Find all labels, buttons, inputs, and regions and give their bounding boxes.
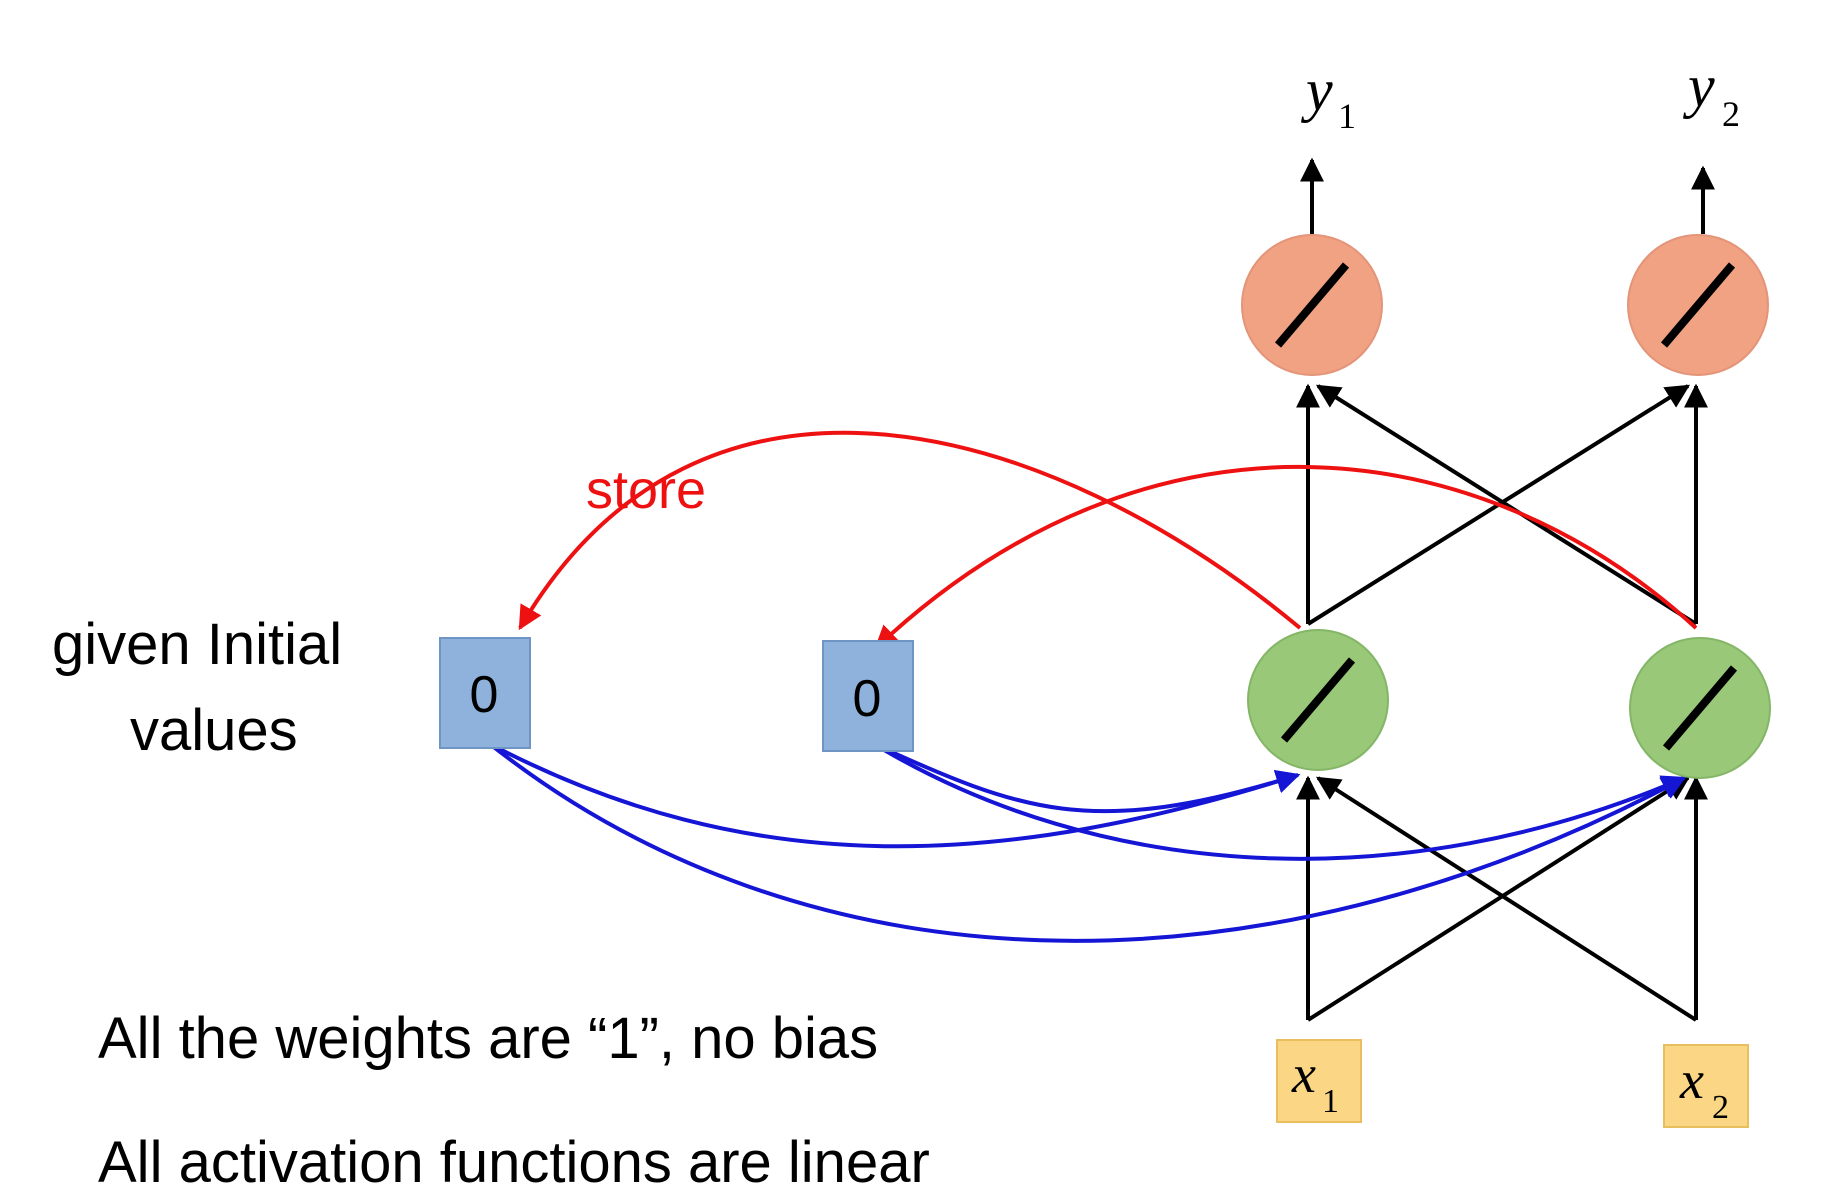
memory-cell-2: 0 [822,640,914,752]
linear-activation-icon [1660,262,1736,348]
memory-cell-value: 0 [853,670,882,728]
output-neuron-1 [1241,234,1383,376]
output-sub: 1 [1338,96,1356,136]
memory-arrow-m1-h2 [488,742,1687,943]
arrow-x1-h2 [1306,776,1691,1022]
memory-arrow-m2-h2 [872,742,1687,861]
arrow-x2-h1 [1315,776,1698,1022]
memory-arrow-m2-h1 [873,742,1301,814]
memory-arrows [488,742,1687,943]
memory-arrow-m1-h1 [489,742,1301,849]
output-var: y [1300,57,1333,123]
arrow-h2-o1 [1315,384,1698,626]
output-sub: 2 [1722,94,1740,134]
values-label: values [130,698,298,763]
store-arrows [518,430,1698,650]
output-neuron-2 [1627,234,1769,376]
linear-activation-icon [1280,657,1356,743]
input-box-1: x 1 [1276,1039,1362,1123]
memory-cell-value: 0 [470,666,499,724]
input-sub: 2 [1712,1089,1729,1126]
input-var: x [1679,1050,1704,1110]
hidden-neuron-2 [1629,637,1771,779]
output-var: y [1682,53,1715,119]
output-label-2: y 2 [1682,53,1740,134]
linear-activation-icon [1274,262,1350,348]
activation-note: All activation functions are linear [98,1130,930,1184]
store-label: store [586,460,706,520]
input-box-2: x 2 [1663,1044,1749,1128]
output-label-1: y 1 [1300,57,1356,136]
store-arrow-h2 [874,465,1698,650]
linear-activation-icon [1662,665,1738,751]
weights-note: All the weights are “1”, no bias [98,1006,878,1071]
hidden-neuron-1 [1247,629,1389,771]
input-to-hidden-arrows [1296,775,1708,1022]
output-arrows [1300,157,1715,234]
input-var: x [1291,1044,1316,1104]
input-sub: 1 [1322,1083,1339,1120]
memory-cell-1: 0 [439,637,531,749]
given-initial-label: given Initial [52,612,342,677]
store-arrow-h1 [518,430,1302,631]
